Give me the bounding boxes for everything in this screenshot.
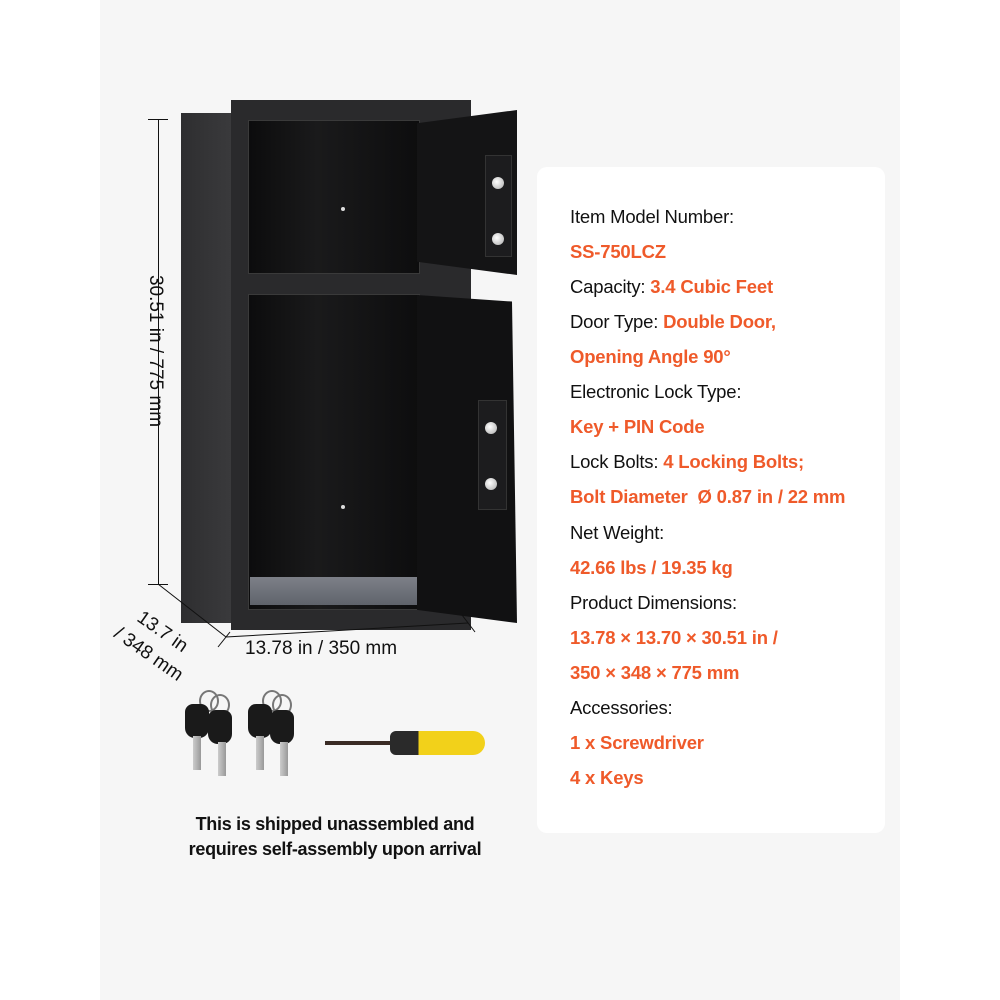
- lock-type-value: Key + PIN Code: [570, 416, 705, 437]
- assembly-note: This is shipped unassembled and requires…: [150, 812, 520, 862]
- lock-type-label: Electronic Lock Type:: [570, 381, 742, 402]
- mount-hole-icon: [341, 207, 345, 211]
- model-value: SS-750LCZ: [570, 241, 666, 262]
- lock-bolt-icon: [492, 233, 504, 245]
- lock-bolt-icon: [485, 478, 497, 490]
- lock-bolt-icon: [485, 422, 497, 434]
- spec-card: [537, 167, 885, 833]
- lower-lock-plate: [478, 400, 507, 510]
- model-label: Item Model Number:: [570, 206, 734, 227]
- capacity-value: 3.4 Cubic Feet: [650, 276, 773, 297]
- dimensions-label: Product Dimensions:: [570, 592, 737, 613]
- bolt-diameter-value: Bolt Diameter Ø 0.87 in / 22 mm: [570, 486, 846, 507]
- mount-hole-icon: [341, 505, 345, 509]
- net-weight-label: Net Weight:: [570, 522, 665, 543]
- lock-bolts-value: 4 Locking Bolts;: [663, 451, 804, 472]
- dimensions-value-mm: 350 × 348 × 775 mm: [570, 662, 740, 683]
- accessories-label: Accessories:: [570, 697, 673, 718]
- accessory-screwdriver: 1 x Screwdriver: [570, 732, 704, 753]
- dimensions-value-in: 13.78 × 13.70 × 30.51 in /: [570, 627, 778, 648]
- assembly-note-line1: This is shipped unassembled and: [195, 814, 475, 834]
- assembly-note-line2: requires self-assembly upon arrival: [188, 839, 482, 859]
- capacity-label: Capacity:: [570, 276, 646, 297]
- lock-bolt-icon: [492, 177, 504, 189]
- accessory-keys: 4 x Keys: [570, 767, 644, 788]
- door-type-value-2: Opening Angle 90°: [570, 346, 731, 367]
- dimension-tick: [148, 119, 168, 120]
- lock-bolts-label: Lock Bolts:: [570, 451, 659, 472]
- door-type-row: Door Type: Double Door,: [570, 311, 776, 333]
- height-dimension-line: [158, 119, 159, 584]
- lower-compartment: [248, 294, 420, 610]
- safe-side-panel: [181, 113, 236, 623]
- width-label: 13.78 in / 350 mm: [245, 638, 398, 659]
- lock-bolts-row: Lock Bolts: 4 Locking Bolts;: [570, 451, 804, 473]
- door-type-label: Door Type:: [570, 311, 659, 332]
- floor-carpet: [250, 577, 422, 605]
- capacity-row: Capacity: 3.4 Cubic Feet: [570, 276, 773, 298]
- net-weight-value: 42.66 lbs / 19.35 kg: [570, 557, 733, 578]
- door-type-value: Double Door,: [663, 311, 776, 332]
